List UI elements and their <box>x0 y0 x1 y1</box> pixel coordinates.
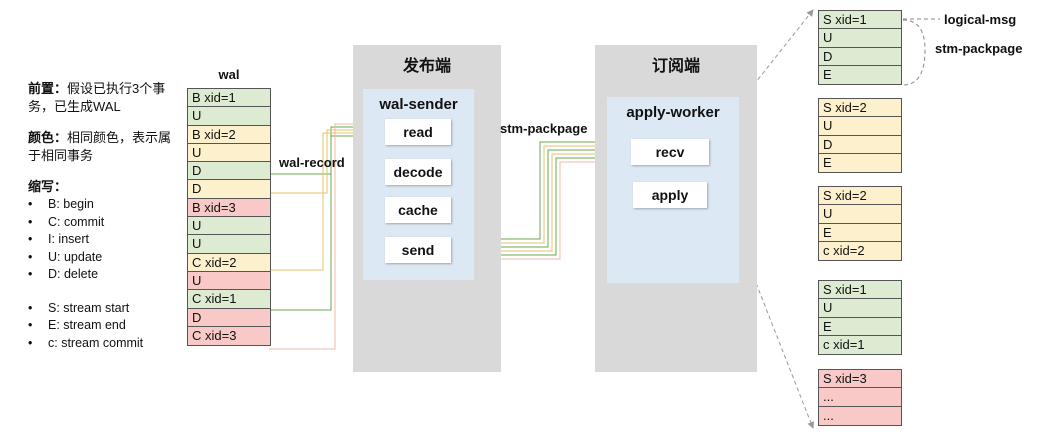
legend-abbr-item: I: insert <box>28 231 178 249</box>
wal-sender-title: wal-sender <box>379 96 458 113</box>
wal-list: B xid=1 U B xid=2 U D D B xid=3 U U C xi… <box>187 88 271 347</box>
stream-record: E <box>819 317 901 336</box>
stream-box-4: S xid=1 U E c xid=1 <box>818 280 902 356</box>
legend-abbr-list: B: begin C: commit I: insert U: update D… <box>28 196 178 284</box>
stream-record: D <box>819 47 901 66</box>
wal-record: C xid=3 <box>188 326 270 346</box>
wal-record: U <box>188 271 270 291</box>
wal-record: C xid=1 <box>188 290 270 309</box>
wal-record: B xid=3 <box>188 198 270 218</box>
wal-title: wal <box>218 67 240 82</box>
legend-abbr-item: B: begin <box>28 196 178 214</box>
legend-color: 颜色：相同颜色，表示属于相同事务 <box>28 130 172 163</box>
legend-abbr-item: C: commit <box>28 214 178 232</box>
read-step: read <box>385 119 451 145</box>
stream-box-5: S xid=3 ... ... <box>818 369 902 426</box>
wal-record: U <box>188 107 270 126</box>
stream-box-3: S xid=2 U E c xid=2 <box>818 186 902 262</box>
wal-record: U <box>188 143 270 163</box>
send-to-recv-line-5 <box>452 157 627 256</box>
wal-record: U <box>188 217 270 236</box>
legend-stream-list: S: stream start E: stream end c: stream … <box>28 300 178 353</box>
stream-record: U <box>819 205 901 224</box>
legend-abbr-title: 缩写： <box>28 179 68 194</box>
stream-record: S xid=1 <box>819 281 901 300</box>
wal-record-label: wal-record <box>279 155 345 170</box>
logical-msg-label: logical-msg <box>944 12 1017 27</box>
stream-record: S xid=2 <box>819 187 901 206</box>
wal-record: B xid=1 <box>188 89 270 108</box>
stream-record: ... <box>819 388 901 407</box>
stream-record: ... <box>819 406 901 425</box>
legend: 前置：假设已执行3个事务，已生成WAL 颜色：相同颜色，表示属于相同事务 缩写：… <box>28 80 178 352</box>
wal-record: D <box>188 162 270 181</box>
publisher-title: 发布端 <box>402 58 451 75</box>
stream-record: E <box>819 223 901 242</box>
stream-record: U <box>819 117 901 136</box>
stream-record: U <box>819 299 901 318</box>
wal-record: U <box>188 235 270 254</box>
stream-record: S xid=3 <box>819 370 901 389</box>
send-to-recv-line-4 <box>452 153 627 252</box>
dashed-arrow-bottom <box>709 165 815 429</box>
legend-stream-item: E: stream end <box>28 317 178 335</box>
recv-step: recv <box>631 139 709 165</box>
stream-record: U <box>819 29 901 48</box>
stream-box-2: S xid=2 U D E <box>818 98 902 174</box>
stream-record: S xid=1 <box>819 11 901 30</box>
decode-step: decode <box>385 159 451 185</box>
stm-packpage-label: stm-packpage <box>500 121 588 136</box>
stream-record: c xid=1 <box>819 335 901 355</box>
cache-step: cache <box>385 197 451 223</box>
wal-record: C xid=2 <box>188 253 270 272</box>
stream-record: E <box>819 153 901 173</box>
stm-packpage-brace <box>902 19 926 86</box>
stream-box-1: S xid=1 U D E <box>818 10 902 86</box>
send-to-recv-line-6 <box>452 161 627 260</box>
send-step: send <box>385 237 451 263</box>
apply-worker-title: apply-worker <box>626 104 720 121</box>
legend-abbr-item: U: update <box>28 249 178 267</box>
legend-prereq: 前置：假设已执行3个事务，已生成WAL <box>28 81 166 114</box>
subscriber-title: 订阅端 <box>651 58 700 75</box>
stream-record: E <box>819 65 901 85</box>
legend-stream-item: S: stream start <box>28 300 178 318</box>
legend-abbr-item: D: delete <box>28 266 178 284</box>
stream-record: S xid=2 <box>819 99 901 118</box>
apply-step: apply <box>633 182 707 208</box>
stream-record: c xid=2 <box>819 241 901 261</box>
stream-record: D <box>819 135 901 154</box>
wal-record: D <box>188 180 270 199</box>
stm-packpage-right-label: stm-packpage <box>935 41 1023 56</box>
wal-record: B xid=2 <box>188 125 270 144</box>
legend-stream-item: c: stream commit <box>28 335 178 353</box>
wal-record: D <box>188 308 270 327</box>
